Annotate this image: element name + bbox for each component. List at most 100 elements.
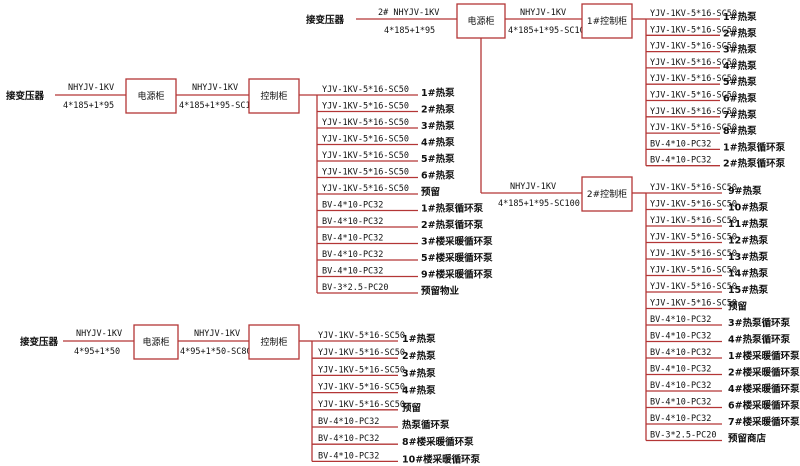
bottom-branch-cable: YJV-1KV-5*16-SC50 — [318, 331, 405, 341]
bottom-branch-load: 10#楼采暖循环泵 — [402, 453, 481, 465]
ctrl1-branch-cable: YJV-1KV-5*16-SC50 — [650, 25, 737, 35]
ctrl2-branch-load: 1#楼采暖循环泵 — [728, 350, 800, 362]
main-branch-cable: YJV-1KV-5*16-SC50 — [322, 135, 409, 145]
ctrl2-branch-cable: BV-4*10-PC32 — [650, 398, 711, 408]
main-branch-cable: YJV-1KV-5*16-SC50 — [322, 85, 409, 95]
ctrl1-cabinet — [581, 3, 633, 39]
ctrl2-branch-load: 6#楼采暖循环泵 — [728, 400, 800, 412]
ctrl1-branch-list: YJV-1KV-5*16-SC501#热泵YJV-1KV-5*16-SC502#… — [645, 9, 786, 170]
ctrl2-cabinet — [581, 176, 633, 212]
ctrl2-branch-load: 2#楼采暖循环泵 — [728, 367, 800, 379]
ctrl2-branch-load: 10#热泵 — [728, 202, 769, 214]
ctrl2-branch-cable: YJV-1KV-5*16-SC50 — [650, 266, 737, 276]
main-branch-load: 1#热泵循环泵 — [421, 203, 484, 215]
bottom-branch-cable: YJV-1KV-5*16-SC50 — [318, 348, 405, 358]
main-branch-load: 1#热泵 — [421, 87, 455, 99]
main-power-cabinet — [125, 78, 177, 114]
ctrl2-branch-load: 9#热泵 — [728, 185, 762, 197]
ctrl2-branch-load: 12#热泵 — [728, 235, 769, 247]
main-branch-cable: BV-3*2.5-PC20 — [322, 283, 389, 293]
bottom-feed-spec: 4*95+1*50 — [74, 347, 120, 357]
ctrl1-branch-load: 7#热泵 — [723, 109, 757, 121]
top-power-cabinet — [456, 3, 506, 39]
ctrl1-branch-cable: YJV-1KV-5*16-SC50 — [650, 9, 737, 19]
top-feed-spec: 4*185+1*95 — [384, 26, 435, 36]
main-branch-cable: YJV-1KV-5*16-SC50 — [322, 102, 409, 112]
bottom-power-cabinet-label: 电源柜 — [142, 336, 169, 348]
top-link1-spec: 4*185+1*95-SC100 — [508, 26, 590, 36]
main-branch-load: 3#热泵 — [421, 120, 455, 132]
bottom-power-cabinet — [133, 324, 179, 360]
top-link1-cable: NHYJV-1KV — [520, 8, 566, 18]
bottom-branch-load: 热泵循环泵 — [402, 419, 450, 431]
ctrl2-branch-cable: YJV-1KV-5*16-SC50 — [650, 200, 737, 210]
ctrl2-branch-cable: YJV-1KV-5*16-SC50 — [650, 216, 737, 226]
main-branch-cable: BV-4*10-PC32 — [322, 217, 383, 227]
ctrl1-branch-cable: YJV-1KV-5*16-SC50 — [650, 91, 737, 101]
bottom-branch-load: 预留 — [402, 402, 421, 414]
bottom-branch-load: 3#热泵 — [402, 367, 436, 379]
main-branch-cable: YJV-1KV-5*16-SC50 — [322, 184, 409, 194]
main-control-cabinet-label: 控制柜 — [260, 90, 287, 102]
ctrl2-branch-load: 预留商店 — [728, 433, 767, 445]
main-branch-load: 9#楼采暖循环泵 — [421, 269, 493, 281]
ctrl1-branch-cable: BV-4*10-PC32 — [650, 139, 711, 149]
main-power-cabinet-label: 电源柜 — [137, 90, 164, 102]
ctrl2-branch-cable: YJV-1KV-5*16-SC50 — [650, 183, 737, 193]
bottom-branch-load: 8#楼采暖循环泵 — [402, 436, 474, 448]
main-branch-cable: BV-4*10-PC32 — [322, 250, 383, 260]
bottom-link-cable: NHYJV-1KV — [194, 329, 240, 339]
ctrl2-branch-load: 4#楼采暖循环泵 — [728, 383, 800, 395]
ctrl2-branch-cable: BV-4*10-PC32 — [650, 348, 711, 358]
main-source-label: 接变压器 — [6, 90, 45, 102]
main-branch-cable: BV-4*10-PC32 — [322, 267, 383, 277]
ctrl1-cabinet-label: 1#控制柜 — [587, 15, 627, 27]
bottom-branch-cable: YJV-1KV-5*16-SC50 — [318, 383, 405, 393]
main-branch-load: 2#热泵循环泵 — [421, 219, 484, 231]
ctrl2-branch-cable: YJV-1KV-5*16-SC50 — [650, 299, 737, 309]
ctrl1-branch-cable: YJV-1KV-5*16-SC50 — [650, 42, 737, 52]
bottom-control-cabinet-label: 控制柜 — [260, 336, 287, 348]
main-branch-load: 6#热泵 — [421, 170, 455, 182]
ctrl2-branch-load: 7#楼采暖循环泵 — [728, 416, 800, 428]
bottom-branch-list: YJV-1KV-5*16-SC501#热泵YJV-1KV-5*16-SC502#… — [311, 331, 481, 465]
bottom-feed-cable: NHYJV-1KV — [76, 329, 122, 339]
ctrl1-branch-load: 2#热泵循环泵 — [723, 158, 786, 170]
main-branch-load: 预留 — [421, 186, 440, 198]
ctrl1-branch-load: 5#热泵 — [723, 76, 757, 88]
ctrl2-branch-cable: YJV-1KV-5*16-SC50 — [650, 249, 737, 259]
bottom-branch-load: 4#热泵 — [402, 385, 436, 397]
bottom-branch-cable: BV-4*10-PC32 — [318, 451, 379, 461]
ctrl1-branch-load: 4#热泵 — [723, 60, 757, 72]
ctrl2-branch-cable: BV-4*10-PC32 — [650, 332, 711, 342]
main-branch-cable: BV-4*10-PC32 — [322, 234, 383, 244]
ctrl1-branch-load: 6#热泵 — [723, 93, 757, 105]
ctrl1-branch-cable: YJV-1KV-5*16-SC50 — [650, 107, 737, 117]
ctrl1-branch-load: 1#热泵 — [723, 11, 757, 23]
ctrl1-branch-cable: YJV-1KV-5*16-SC50 — [650, 123, 737, 133]
ctrl2-branch-cable: BV-4*10-PC32 — [650, 315, 711, 325]
top-source-label: 接变压器 — [306, 14, 345, 26]
ctrl2-branch-cable: YJV-1KV-5*16-SC50 — [650, 282, 737, 292]
ctrl2-cabinet-label: 2#控制柜 — [587, 188, 627, 200]
top-feed-cable: 2# NHYJV-1KV — [378, 8, 439, 18]
main-branch-load: 4#热泵 — [421, 137, 455, 149]
ctrl2-branch-list: YJV-1KV-5*16-SC509#热泵YJV-1KV-5*16-SC5010… — [645, 183, 800, 445]
ctrl1-branch-load: 2#热泵 — [723, 27, 757, 39]
bottom-branch-load: 1#热泵 — [402, 333, 436, 345]
bottom-branch-cable: BV-4*10-PC32 — [318, 434, 379, 444]
ctrl2-branch-cable: YJV-1KV-5*16-SC50 — [650, 233, 737, 243]
ctrl1-branch-cable: YJV-1KV-5*16-SC50 — [650, 74, 737, 84]
main-branch-load: 3#楼采暖循环泵 — [421, 236, 493, 248]
main-branch-load: 5#楼采暖循环泵 — [421, 252, 493, 264]
ctrl2-branch-load: 预留 — [728, 301, 747, 313]
ctrl1-branch-cable: BV-4*10-PC32 — [650, 156, 711, 166]
bottom-branch-cable: YJV-1KV-5*16-SC50 — [318, 400, 405, 410]
main-branch-list: YJV-1KV-5*16-SC50 1#热泵 YJV-1KV-5*16-SC50 2#… — [316, 85, 493, 297]
ctrl1-branch-cable: YJV-1KV-5*16-SC50 — [650, 58, 737, 68]
ctrl2-branch-cable: BV-4*10-PC32 — [650, 365, 711, 375]
bottom-branch-cable: BV-4*10-PC32 — [318, 417, 379, 427]
main-feed-cable: NHYJV-1KV — [68, 83, 114, 93]
ctrl1-branch-load: 3#热泵 — [723, 44, 757, 56]
